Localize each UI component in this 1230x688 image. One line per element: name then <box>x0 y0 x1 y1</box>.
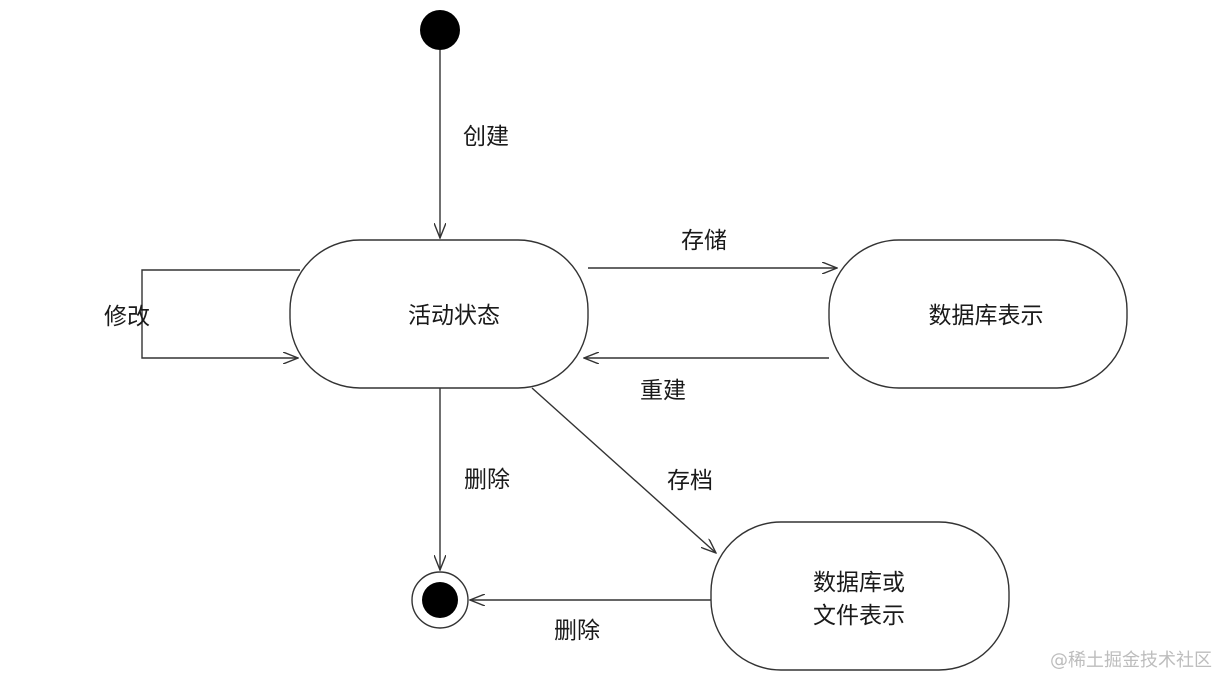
initial-state-dot <box>420 10 460 50</box>
state-active-label: 活动状态 <box>408 303 500 329</box>
edge-delete-from-active-label: 删除 <box>464 467 510 493</box>
edge-rebuild-label: 重建 <box>640 378 686 404</box>
state-archive-label-line1: 数据库或 <box>813 570 905 596</box>
edge-archive-label: 存档 <box>667 468 713 494</box>
watermark-text: @稀土掘金技术社区 <box>1050 650 1212 671</box>
state-database-label: 数据库表示 <box>929 303 1044 329</box>
edge-archive <box>531 387 716 553</box>
edge-create-label: 创建 <box>463 124 509 150</box>
edge-modify-label: 修改 <box>104 304 150 330</box>
state-archive-box <box>710 521 1010 671</box>
state-active-box <box>289 239 589 389</box>
state-archive-label-line2: 文件表示 <box>813 603 905 629</box>
edge-modify <box>141 269 300 358</box>
edge-store-label: 存储 <box>681 228 727 254</box>
edge-delete-from-archive-label: 删除 <box>554 618 600 644</box>
final-state <box>411 571 469 629</box>
state-database-box <box>828 239 1128 389</box>
